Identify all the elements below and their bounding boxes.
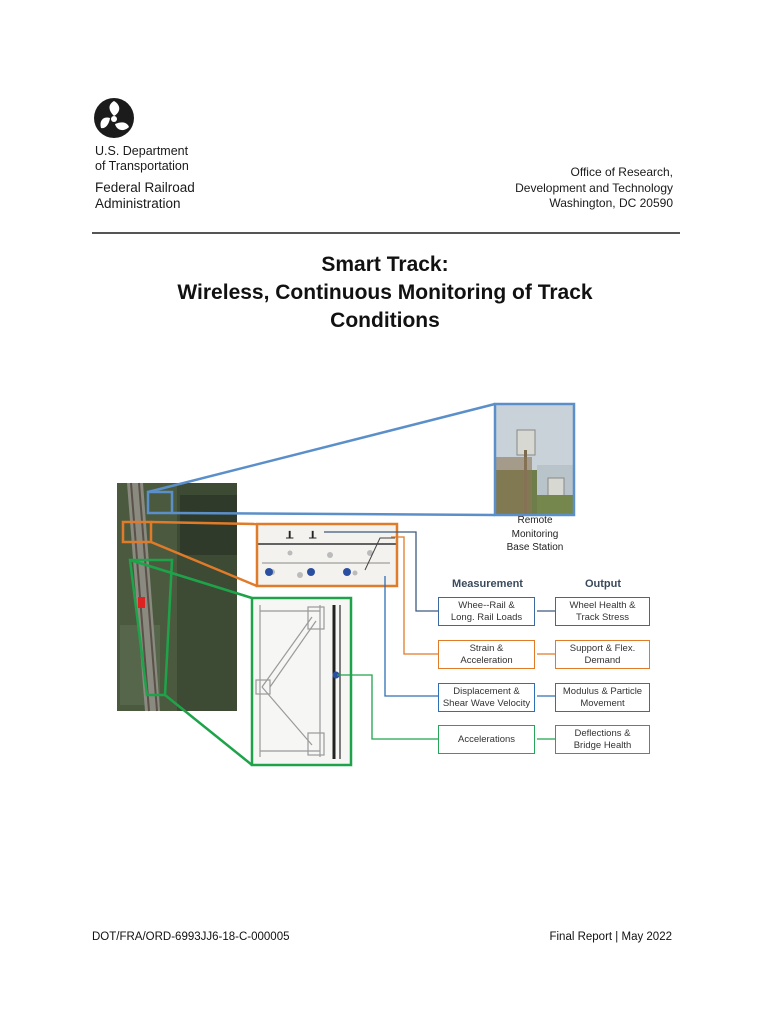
svg-text:┸: ┸ (286, 530, 294, 545)
aerial-photo (117, 482, 237, 712)
measurement-text: Strain & (469, 642, 504, 654)
measurement-text: Accelerations (457, 733, 516, 745)
measurement-text: Shear Wave Velocity (442, 697, 531, 709)
office-line-1: Office of Research, (570, 165, 674, 179)
report-title: Smart Track: Wireless, Continuous Monito… (0, 251, 770, 335)
output-text: Wheel Health & (569, 599, 636, 611)
output-text: Modulus & Particle (562, 685, 643, 697)
report-number: DOT/FRA/ORD-6993JJ6-18-C-000005 (92, 931, 290, 943)
measurement-text: Acceleration (460, 654, 513, 666)
measurement-header: Measurement (452, 578, 523, 590)
measurement-box-strain: Strain &Acceleration (438, 640, 535, 669)
base-station-label-line-3: Base Station (506, 542, 564, 553)
title-line-2: Wireless, Continuous Monitoring of Track (177, 281, 593, 304)
office-address: Office of Research, Development and Tech… (515, 165, 673, 212)
fra-line-2: Administration (95, 196, 181, 211)
output-text: Bridge Health (573, 739, 632, 751)
output-text: Movement (580, 697, 625, 709)
title-line-3: Conditions (330, 309, 440, 332)
output-text: Support & Flex. (569, 642, 636, 654)
smart-track-diagram: ┸ ┸ (0, 395, 770, 785)
base-station-label: Remote Monitoring Base Station (490, 514, 580, 555)
measurement-box-accelerations: Accelerations (438, 725, 535, 754)
agency-line-1: U.S. Department (95, 144, 189, 158)
base-station-label-line-2: Monitoring (511, 528, 559, 540)
office-line-3: Washington, DC 20590 (549, 196, 673, 210)
base-station-label-line-1: Remote (517, 515, 553, 526)
output-text: Deflections & (574, 727, 631, 739)
output-box-deflections: Deflections &Bridge Health (555, 725, 650, 754)
agency-name: U.S. Department of Transportation Federa… (95, 144, 195, 212)
measurement-text: Displacement & (453, 685, 520, 697)
measurement-text: Long. Rail Loads (450, 611, 523, 623)
diagram-graphics: ┸ ┸ (117, 402, 576, 767)
measurement-box-rail-loads: Whee--Rail &Long. Rail Loads (438, 597, 535, 626)
green-callout (128, 558, 353, 767)
blue-callout (146, 402, 576, 517)
output-box-support: Support & Flex.Demand (555, 640, 650, 669)
output-text: Demand (584, 654, 621, 666)
title-line-1: Smart Track: (321, 253, 449, 276)
report-type-date: Final Report | May 2022 (549, 931, 672, 943)
header-divider (92, 232, 680, 234)
output-text: Track Stress (576, 611, 629, 623)
usdot-logo (94, 98, 134, 138)
orange-callout: ┸ ┸ (121, 520, 399, 588)
measurement-box-displacement: Displacement &Shear Wave Velocity (438, 683, 535, 712)
connector-lines (324, 531, 556, 740)
base-station-photo (496, 405, 573, 515)
output-header: Output (584, 578, 622, 590)
output-box-wheel-health: Wheel Health &Track Stress (555, 597, 650, 626)
measurement-text: Whee--Rail & (458, 599, 515, 611)
svg-text:┸: ┸ (309, 530, 317, 545)
fra-name: Federal Railroad Administration (95, 180, 195, 212)
agency-line-2: of Transportation (95, 159, 189, 173)
fra-line-1: Federal Railroad (95, 180, 195, 195)
office-line-2: Development and Technology (515, 180, 673, 195)
